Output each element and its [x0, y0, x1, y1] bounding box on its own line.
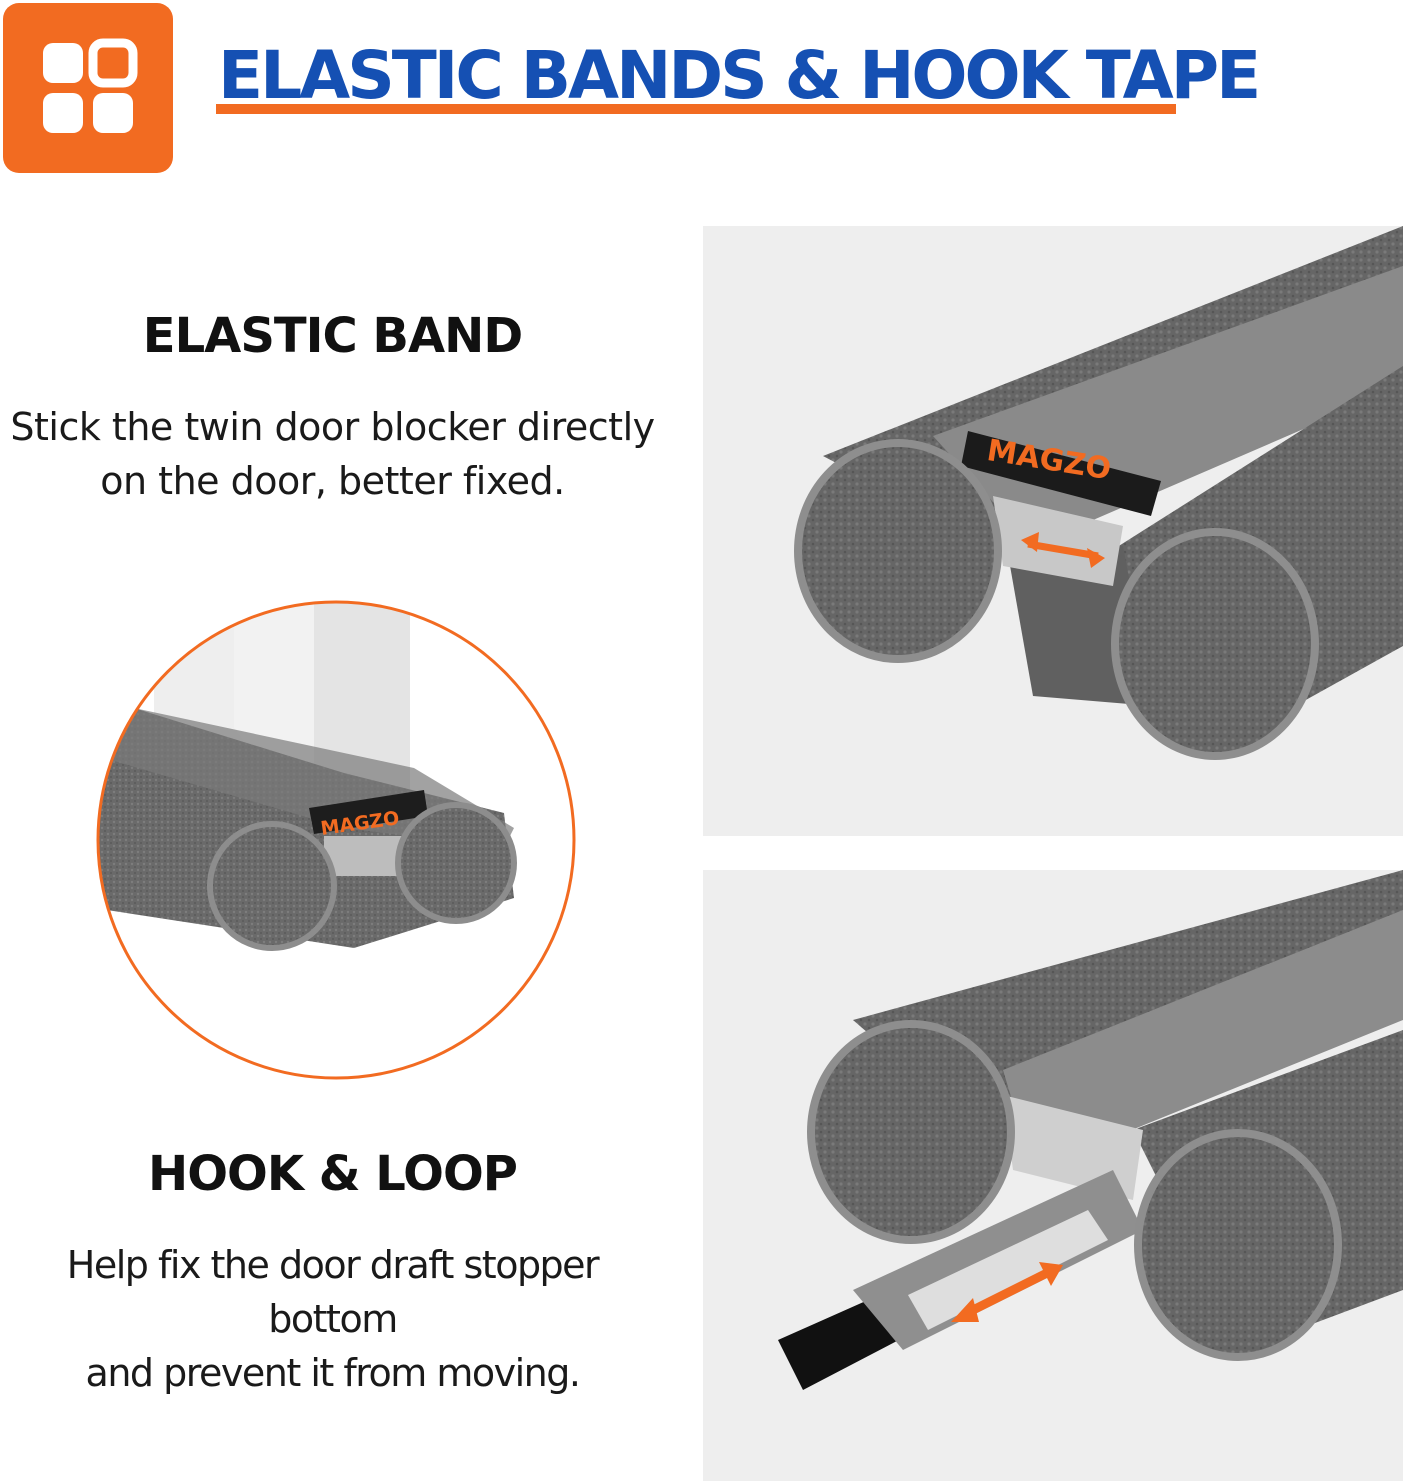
section-description-elastic-band: Stick the twin door blocker directly on …: [0, 400, 665, 508]
description-line: Help fix the door draft stopper bottom: [66, 1243, 600, 1341]
section-title-hook-loop: HOOK & LOOP: [148, 1146, 518, 1202]
elastic-band-closeup-photo: MAGZO: [703, 226, 1403, 836]
category-grid-icon: [3, 3, 173, 173]
door-blocker-circle-photo: MAGZO: [96, 600, 576, 1080]
description-line: and prevent it from moving.: [85, 1351, 581, 1395]
section-title-elastic-band: ELASTIC BAND: [142, 308, 523, 364]
hook-loop-closeup-photo: [703, 870, 1403, 1481]
section-description-hook-loop: Help fix the door draft stopper bottom a…: [0, 1238, 665, 1400]
header-underline: [216, 104, 1176, 114]
description-line: Stick the twin door blocker directly: [10, 405, 655, 449]
description-line: on the door, better fixed.: [100, 459, 565, 503]
page-title: ELASTIC BANDS & HOOK TAPE: [218, 37, 1261, 114]
